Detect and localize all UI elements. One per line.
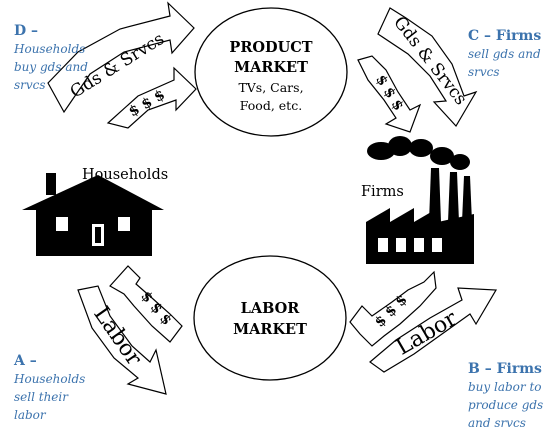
corner-d-line-2: buy gds and [14,60,88,74]
corner-d-line-3: srvcs [14,78,46,92]
firms-label: Firms [361,184,404,200]
house-window-right [118,217,130,231]
corner-note-a: A – Households sell their labor [13,353,85,422]
smokestack-3 [462,176,472,222]
factory-window-3 [414,238,424,252]
labor-market-title-2: MARKET [233,321,307,338]
corner-b-line-2: produce gds [468,398,543,412]
gds-srvcs-arrow-right-shape [377,7,478,128]
smoke-3 [409,139,433,157]
corner-a-line-1: Households [13,372,85,386]
labor-arrow-left-shape [77,285,167,395]
factory-building [366,208,474,264]
corner-c-head: C – Firms [468,28,541,44]
house-window-left [56,217,68,231]
corner-note-b: B – Firms buy labor to produce gds and s… [468,361,543,430]
house-roof [22,175,164,210]
corner-note-d: D – Households buy gds and srvcs [13,23,88,92]
smoke-5 [450,154,470,170]
dollars-arrow-left-shape [106,66,197,129]
product-market-title-1: PRODUCT [229,39,312,56]
labor-market-ellipse [193,255,347,381]
households-label: Households [82,167,168,183]
corner-b-head: B – Firms [468,361,542,377]
product-market-title-2: MARKET [234,59,308,76]
corner-note-c: C – Firms sell gds and srvcs [468,28,541,79]
house-chimney [46,173,56,195]
house-door-inner [95,227,101,243]
dollars-arrow-to-firms: $ $ $ [357,55,422,133]
corner-b-line-1: buy labor to [468,380,542,394]
smokestack-2 [448,172,459,222]
factory-window-2 [396,238,406,252]
corner-a-line-3: labor [14,408,47,422]
labor-arrow-right-shape [369,287,498,373]
corner-b-line-3: and srvcs [468,416,526,430]
gds-srvcs-arrow-right-label: Gds & Srvcs [389,13,470,109]
labor-market-title-1: LABOR [241,300,301,317]
corner-d-head: D – [14,23,38,39]
smoke-1 [367,142,395,160]
households-house-icon [22,173,164,256]
dollars-arrow-left-bottom-shape [109,265,183,343]
dollars-arrow-right-label: $ $ $ [372,72,406,114]
firms-factory-icon [366,136,474,264]
corner-a-head: A – [13,353,37,369]
product-market-ellipse [194,7,348,137]
smoke-4 [430,147,454,165]
factory-window-1 [378,238,388,252]
dollars-arrow-to-product-market: $ $ $ [106,66,197,129]
dollars-arrow-right-bottom-shape [349,270,437,347]
gds-srvcs-arrow-left-shape [47,1,195,114]
product-market-examples-2: Food, etc. [240,98,302,113]
smoke-2 [388,136,412,156]
corner-d-line-1: Households [13,42,85,56]
corner-c-line-1: sell gds and [468,47,541,61]
factory-window-4 [432,238,442,252]
dollars-arrow-right-shape [357,55,422,133]
corner-a-line-2: sell their [14,390,69,404]
labor-market: LABOR MARKET [193,255,347,381]
product-market-examples-1: TVs, Cars, [238,80,303,95]
product-market: PRODUCT MARKET TVs, Cars, Food, etc. [194,7,348,137]
corner-c-line-2: srvcs [468,65,500,79]
